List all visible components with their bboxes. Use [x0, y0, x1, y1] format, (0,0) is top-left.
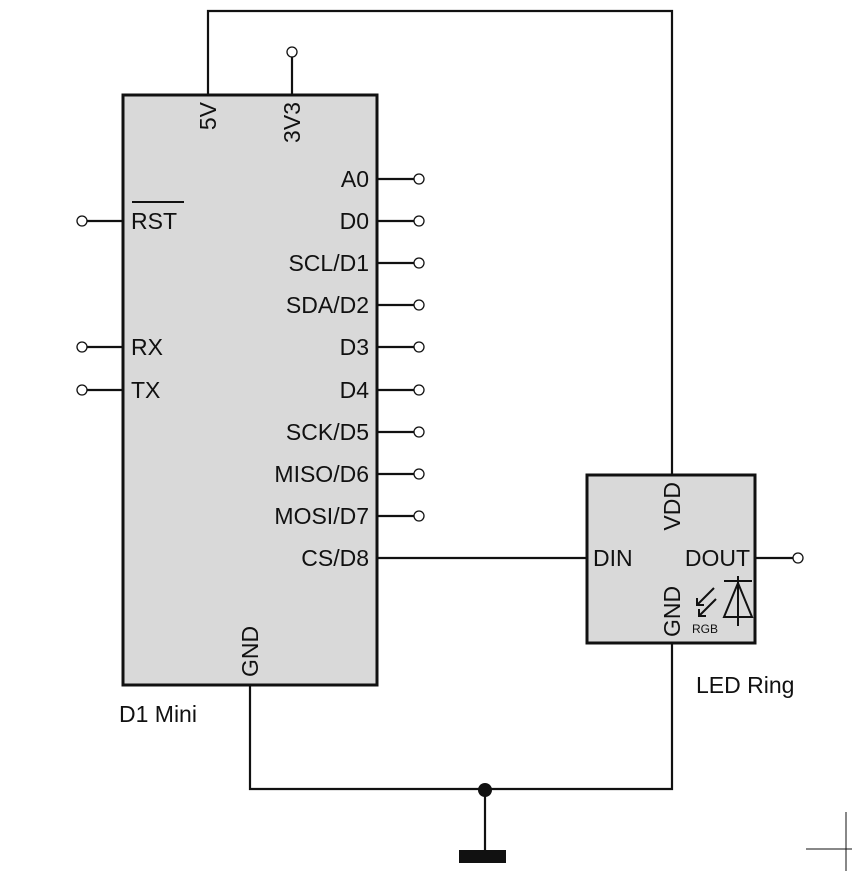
pin-label-d7: MOSI/D7: [274, 503, 369, 529]
pin-end-rst: [76, 215, 88, 227]
pin-label-gnd: GND: [237, 626, 263, 677]
wire-ground-bus: [248, 643, 674, 791]
pin-end-3v3: [286, 46, 298, 58]
d1-mini-module: 5V 3V3 RST RX TX A0 D0 SCL/D1 SDA/D2 D3 …: [76, 46, 425, 727]
pin-label-dout: DOUT: [685, 545, 750, 571]
pin-end-rx: [76, 341, 88, 353]
pin-end-dout: [792, 552, 804, 564]
pin-end-d3: [413, 341, 425, 353]
pin-end-d1: [413, 257, 425, 269]
pin-label-d8: CS/D8: [301, 545, 369, 571]
pin-label-d3: D3: [340, 334, 369, 360]
pin-label-d4: D4: [340, 377, 370, 403]
pin-end-d5: [413, 426, 425, 438]
pin-label-d5: SCK/D5: [286, 419, 369, 445]
pin-label-d6: MISO/D6: [274, 461, 369, 487]
pin-end-d7: [413, 510, 425, 522]
pin-end-d4: [413, 384, 425, 396]
pin-label-vdd: VDD: [659, 482, 685, 531]
pin-label-3v3: 3V3: [279, 102, 305, 143]
pin-label-rx: RX: [131, 334, 163, 360]
pin-label-5v: 5V: [195, 101, 221, 130]
pin-end-d6: [413, 468, 425, 480]
pin-label-d2: SDA/D2: [286, 292, 369, 318]
d1-mini-name: D1 Mini: [119, 701, 197, 727]
led-rgb-label: RGB: [692, 622, 718, 636]
d1-mini-body: [121, 93, 379, 687]
pin-end-d0: [413, 215, 425, 227]
pin-end-tx: [76, 384, 88, 396]
pin-label-d0: D0: [340, 208, 369, 234]
pin-label-tx: TX: [131, 377, 160, 403]
pin-label-a0: A0: [341, 166, 369, 192]
led-ring-body: [585, 473, 757, 645]
pin-label-d1: SCL/D1: [288, 250, 369, 276]
crop-mark: [806, 812, 852, 871]
pin-label-din: DIN: [593, 545, 633, 571]
wire-5v-to-vdd: [206, 9, 674, 475]
pin-end-a0: [413, 173, 425, 185]
ground-symbol: [459, 850, 506, 863]
led-ring-module: VDD DIN DOUT GND RGB LED Ring: [585, 473, 804, 698]
led-ring-name: LED Ring: [696, 672, 794, 698]
pin-end-d2: [413, 299, 425, 311]
ground-junction-dot: [478, 783, 492, 797]
pin-label-led-gnd: GND: [659, 586, 685, 637]
pin-label-rst: RST: [131, 208, 177, 234]
led-diode-icon: [696, 576, 754, 626]
wires: [206, 9, 674, 852]
